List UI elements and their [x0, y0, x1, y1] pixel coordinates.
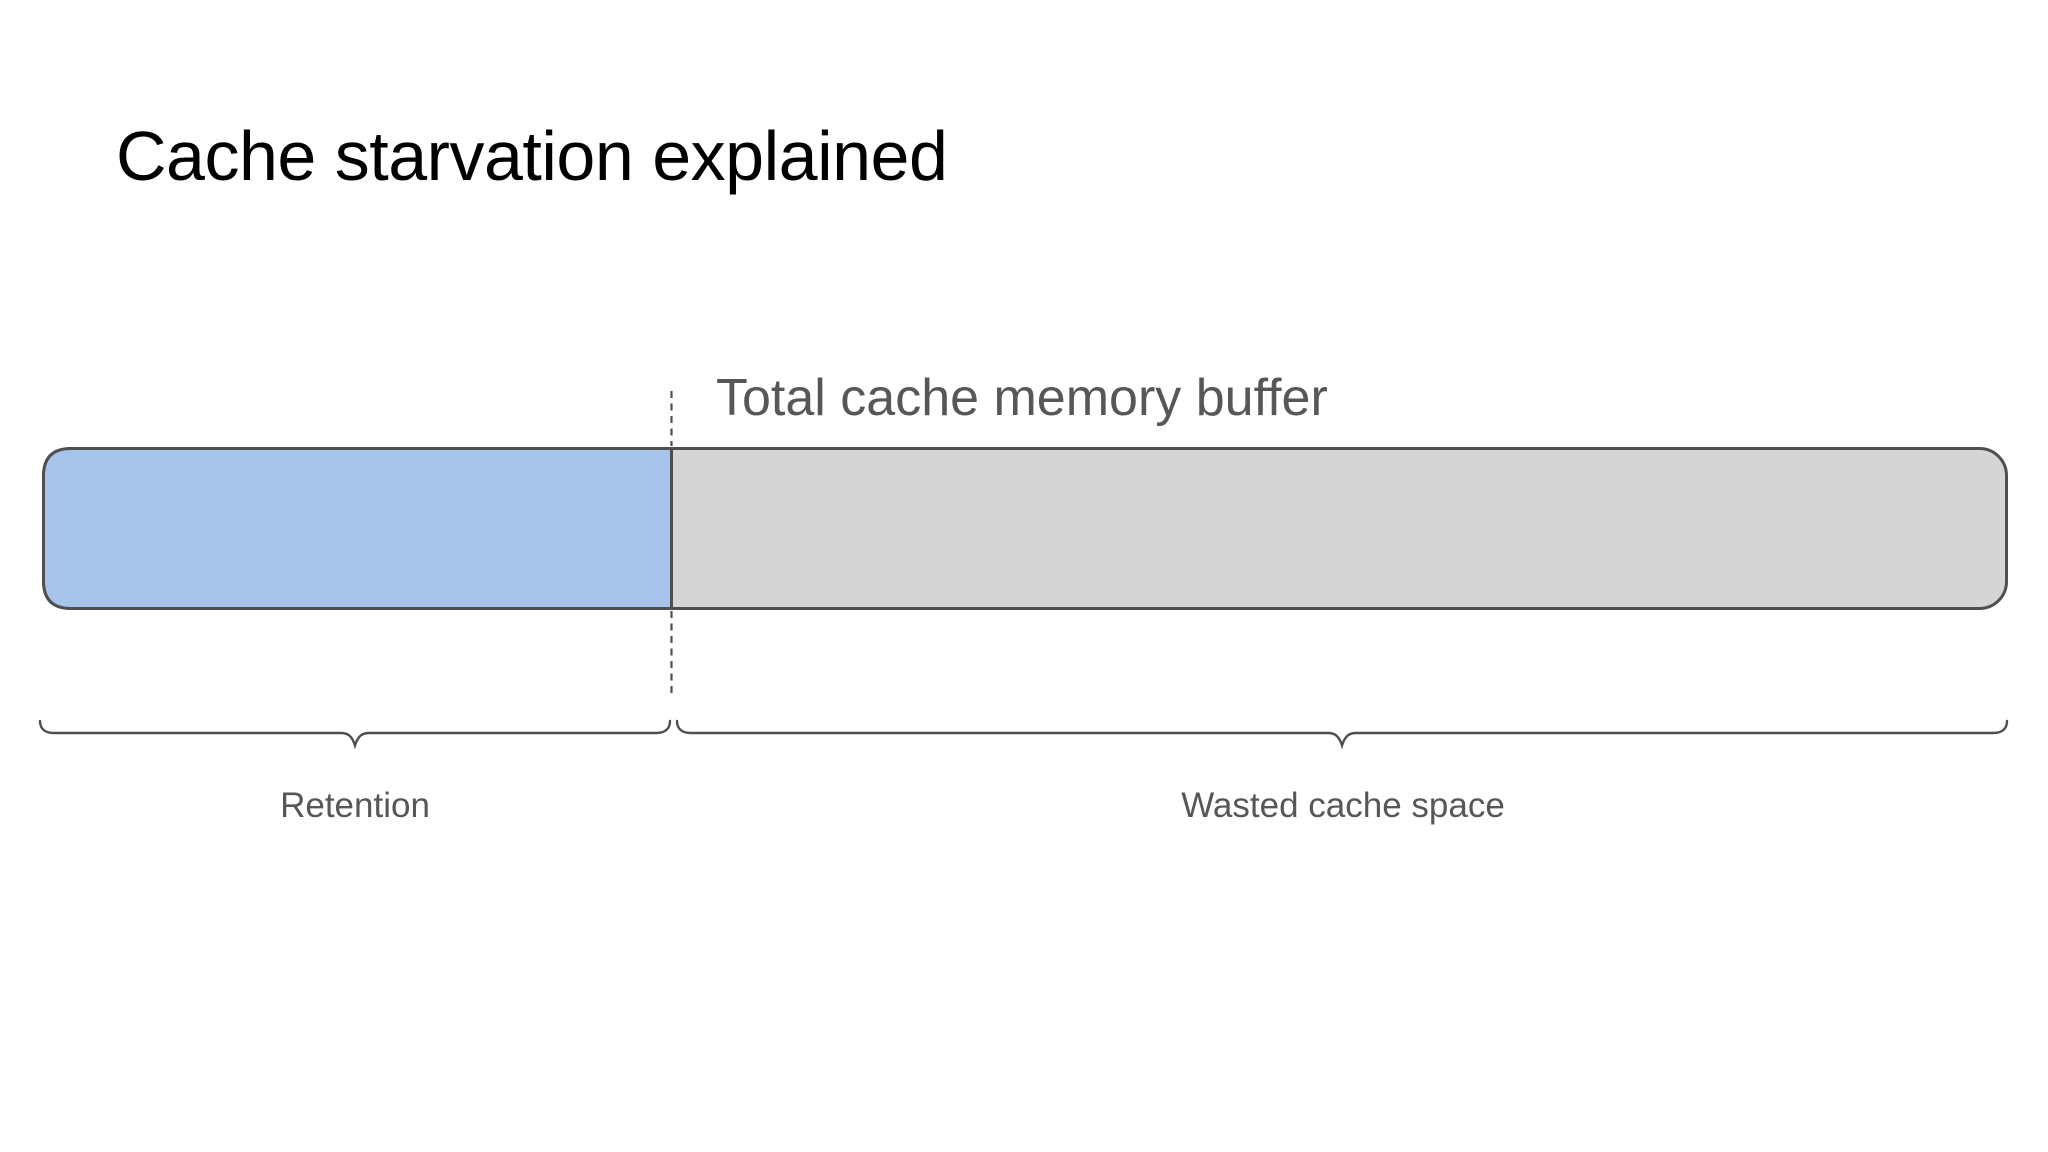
retention-segment: [42, 447, 673, 610]
retention-label: Retention: [280, 786, 430, 825]
wasted-space-brace: [675, 719, 2009, 750]
wasted-space-label: Wasted cache space: [1181, 786, 1505, 825]
slide-title: Cache starvation explained: [116, 117, 948, 195]
retention-brace: [38, 719, 672, 750]
buffer-label: Total cache memory buffer: [716, 369, 1328, 427]
